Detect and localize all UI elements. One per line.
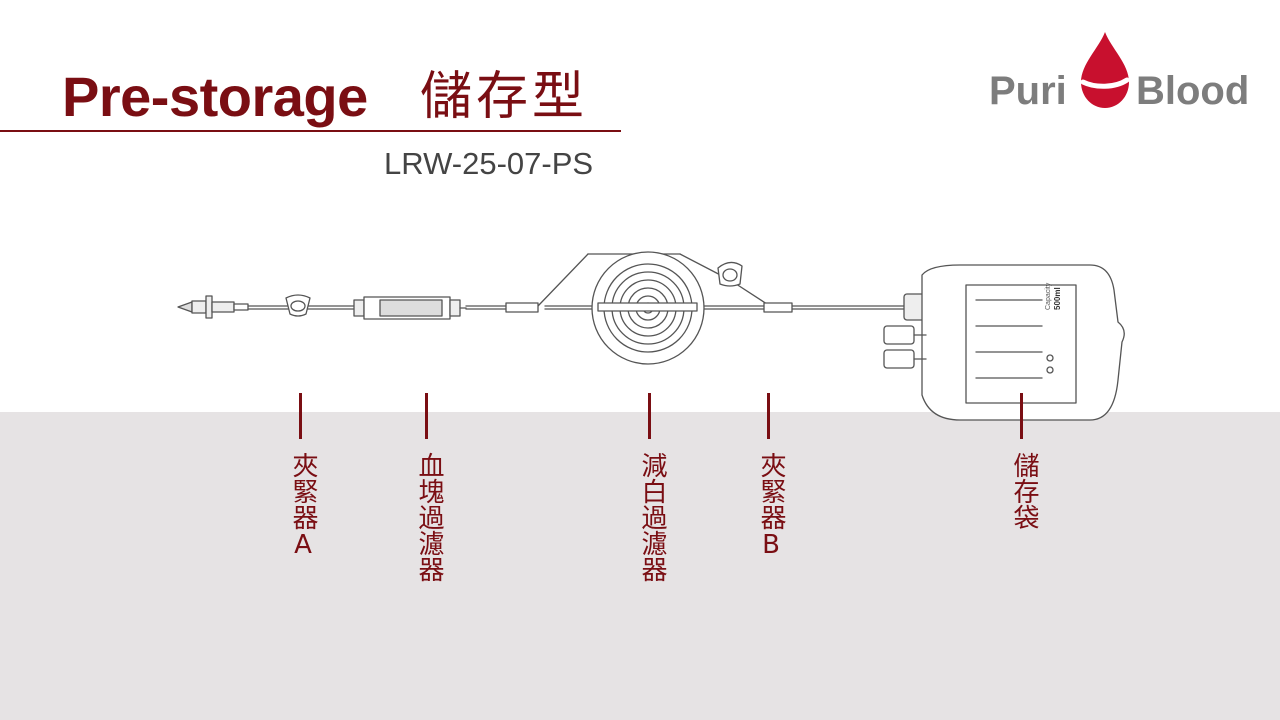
- bag-capacity-value: 500ml: [1053, 287, 1062, 310]
- storage-bag-marker: [1020, 393, 1023, 439]
- clamp-b-marker: [767, 393, 770, 439]
- logo-text-puri: Puri: [989, 69, 1067, 113]
- label-clamp-a: 夾緊器A: [288, 452, 318, 560]
- blood-drop-icon: [1080, 32, 1130, 108]
- leukocyte-filter-marker: [648, 393, 651, 439]
- model-number: LRW-25-07-PS: [384, 146, 594, 181]
- label-storage-bag: 儲存袋: [1009, 452, 1039, 530]
- label-leukocyte-filter: 減白過濾器: [637, 452, 667, 582]
- label-clamp-b: 夾緊器B: [756, 452, 786, 560]
- tubing: [247, 253, 905, 310]
- clot-filter-icon: [353, 296, 467, 320]
- clamp-a-icon: [285, 294, 311, 317]
- clamp-a-marker: [299, 393, 302, 439]
- logo-text-blood: Blood: [1136, 69, 1250, 113]
- spike-connector-icon: [177, 295, 249, 319]
- lower-background-band: [0, 412, 1280, 720]
- page-title-chinese: 儲存型: [420, 67, 589, 127]
- clot-filter-marker: [425, 393, 428, 439]
- clamp-b-icon: [717, 261, 793, 313]
- page-title: Pre-storage: [62, 65, 368, 128]
- storage-bag-icon: [883, 264, 1125, 421]
- title-underline: [0, 130, 621, 132]
- leukocyte-filter-icon: [505, 251, 705, 365]
- bag-capacity-title: Capacity: [1045, 282, 1052, 310]
- blood-filter-set-diagram: Capacity 500ml: [177, 251, 1125, 421]
- puriblood-logo: Puri Blood: [985, 30, 1255, 115]
- label-clot-filter: 血塊過濾器: [414, 452, 444, 582]
